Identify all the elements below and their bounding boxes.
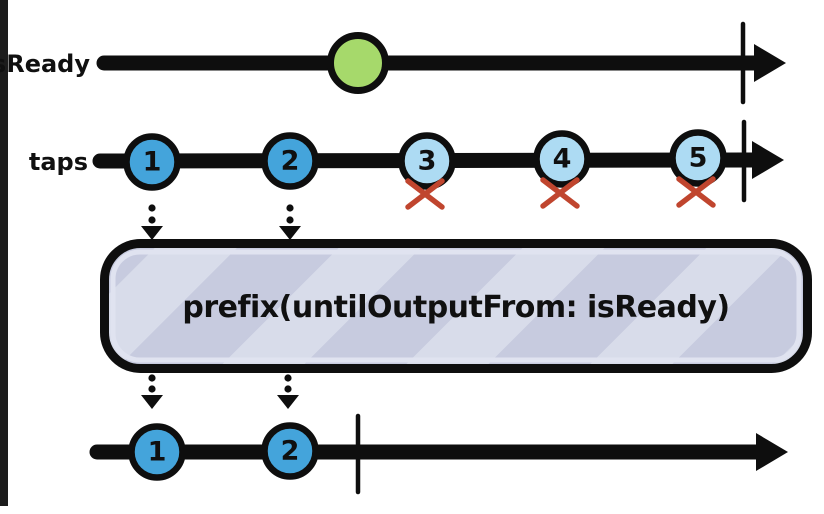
marble-value: 4 bbox=[553, 144, 572, 175]
operator-box-highlight bbox=[110, 249, 802, 363]
taps-marble-3: 3 bbox=[398, 132, 456, 190]
dashed-arrow-output-2 bbox=[277, 374, 299, 409]
marble-value: 2 bbox=[281, 436, 300, 467]
marble-circle bbox=[128, 423, 186, 481]
timeline-taps: taps 1 2 3 4 5 bbox=[29, 119, 784, 210]
taps-marble-4: 4 bbox=[533, 130, 591, 188]
operator-label: prefix(untilOutputFrom: isReady) bbox=[182, 290, 729, 325]
operator-box: prefix(untilOutputFrom: isReady) bbox=[100, 239, 812, 373]
timeline-isready: isReady bbox=[0, 21, 786, 105]
output-marble-1: 1 bbox=[128, 423, 186, 481]
taps-marble-1: 1 bbox=[123, 133, 181, 191]
dashed-arrow-input-2 bbox=[279, 204, 301, 240]
marble-circle bbox=[261, 422, 319, 480]
dropped-x-icon bbox=[405, 178, 445, 210]
dashed-arrow-output-1 bbox=[141, 374, 163, 409]
marble-circle bbox=[669, 129, 727, 187]
marble-circle bbox=[261, 132, 319, 190]
dashed-arrow-input-1 bbox=[141, 204, 163, 240]
operator-box-frame bbox=[100, 239, 812, 373]
timeline-output: 1 2 bbox=[89, 413, 788, 495]
dropped-x-icon bbox=[676, 176, 716, 208]
marble-circle bbox=[398, 132, 456, 190]
arrowhead-icon bbox=[756, 433, 788, 471]
dropped-x-icon bbox=[540, 177, 580, 209]
output-marble-2: 2 bbox=[261, 422, 319, 480]
marble-value: 2 bbox=[281, 146, 300, 177]
timeline-isready-label: isReady bbox=[0, 50, 90, 78]
timeline-taps-label: taps bbox=[29, 148, 88, 176]
arrowhead-icon bbox=[752, 141, 784, 179]
marble-value: 3 bbox=[418, 146, 437, 177]
arrowhead-icon bbox=[754, 44, 786, 82]
marble-circle bbox=[533, 130, 591, 188]
marble-value: 5 bbox=[689, 143, 708, 174]
left-edge-bar bbox=[0, 0, 8, 506]
marble-value: 1 bbox=[148, 437, 167, 468]
marble-circle bbox=[123, 133, 181, 191]
taps-marble-2: 2 bbox=[261, 132, 319, 190]
marble-isready-green bbox=[327, 32, 389, 94]
marble-value: 1 bbox=[143, 147, 162, 178]
taps-marble-5: 5 bbox=[669, 129, 727, 187]
